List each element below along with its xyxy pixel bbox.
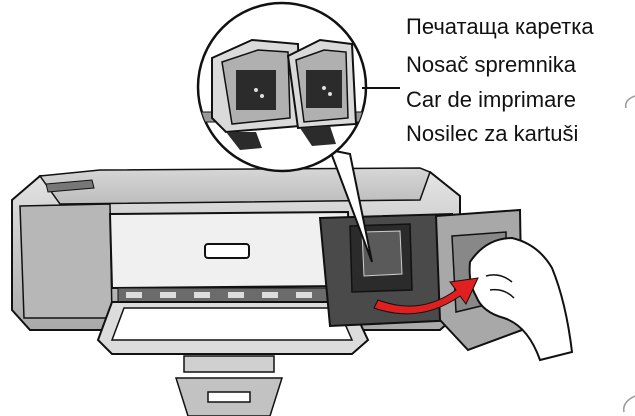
carriage-detail bbox=[211, 38, 358, 150]
callout-label-croatian: Nosač spremnika bbox=[406, 52, 576, 77]
callout-label-bulgarian: Печатаща каретка bbox=[406, 14, 594, 39]
door-handle bbox=[204, 243, 250, 259]
carriage-magnifier bbox=[196, 1, 368, 173]
front-door bbox=[108, 210, 352, 290]
paper-feed-rollers bbox=[117, 287, 347, 303]
paper-tray bbox=[96, 301, 370, 416]
cartridge-bay bbox=[318, 212, 460, 328]
callout-label-slovenian: Nosilec za kartuši bbox=[406, 121, 579, 146]
hand bbox=[468, 236, 574, 362]
paper-sheet bbox=[110, 307, 354, 341]
callout-label-romanian: Car de imprimare bbox=[406, 87, 576, 112]
page-edge-marks bbox=[622, 95, 635, 413]
magnifier-tail bbox=[328, 148, 373, 263]
direction-arrow bbox=[373, 277, 479, 315]
